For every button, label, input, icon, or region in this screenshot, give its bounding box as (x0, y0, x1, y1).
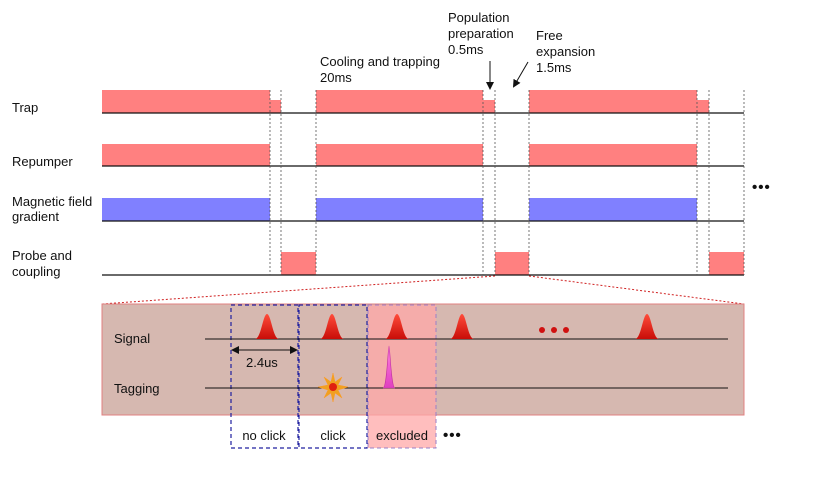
probe-pulse (495, 252, 529, 275)
repumper-pulse (529, 144, 697, 166)
signal-ellipsis-dots (539, 327, 569, 333)
trap-pulse (529, 90, 697, 113)
signal-pulse (320, 314, 344, 339)
probe-pulse (709, 252, 744, 275)
row-label-probe: Probe and (12, 248, 72, 263)
gradient-pulse (316, 198, 483, 221)
excluded-label: excluded (376, 428, 428, 443)
timeline-continuation: ••• (752, 179, 771, 196)
row-label-gradient-2: gradient (12, 209, 59, 224)
trap-pulse (483, 100, 495, 113)
repumper-pulse (316, 144, 483, 166)
population-phase-label-2: preparation (448, 26, 514, 41)
probe-pulse (281, 252, 316, 275)
click-window (298, 304, 368, 449)
signal-pulse (635, 314, 659, 339)
probe-row (102, 252, 744, 276)
gradient-pulse (529, 198, 697, 221)
click-star-icon (317, 372, 349, 403)
signal-label: Signal (114, 331, 150, 346)
trap-pulse (270, 100, 281, 113)
phase-separators (269, 90, 745, 275)
signal-pulse (385, 314, 409, 339)
zoom-panel: 2.4us Signal Tagging (101, 303, 745, 449)
repumper-row (102, 144, 744, 167)
zoom-connector-right (528, 275, 745, 305)
repumper-pulse (102, 144, 270, 166)
click-label: click (320, 428, 346, 443)
row-label-gradient: Magnetic field (12, 194, 92, 209)
trap-pulse (102, 90, 270, 113)
trap-pulse (697, 100, 709, 113)
interval-label: 2.4us (246, 355, 278, 370)
expansion-phase-label: Free (536, 28, 563, 43)
expansion-arrow (512, 61, 529, 88)
gradient-row (102, 198, 744, 222)
no-click-label: no click (242, 428, 286, 443)
signal-pulse (255, 314, 279, 339)
cooling-phase-duration: 20ms (320, 70, 352, 85)
trap-row (102, 90, 744, 114)
population-phase-label: Population (448, 10, 509, 25)
tagging-label: Tagging (114, 381, 160, 396)
row-label-repumper: Repumper (12, 154, 73, 169)
row-label-trap: Trap (12, 100, 38, 115)
tagging-pulse (382, 345, 396, 389)
trap-pulse (316, 90, 483, 113)
row-label-probe-2: coupling (12, 264, 60, 279)
zoom-connector-left (101, 275, 496, 305)
cooling-phase-label: Cooling and trapping (320, 54, 440, 69)
expansion-phase-label-2: expansion (536, 44, 595, 59)
population-phase-duration: 0.5ms (448, 42, 484, 57)
expansion-phase-duration: 1.5ms (536, 60, 572, 75)
excluded-window-border (367, 304, 437, 449)
gradient-pulse (102, 198, 270, 221)
windows-ellipsis: ••• (443, 427, 462, 444)
signal-pulse (450, 314, 474, 339)
